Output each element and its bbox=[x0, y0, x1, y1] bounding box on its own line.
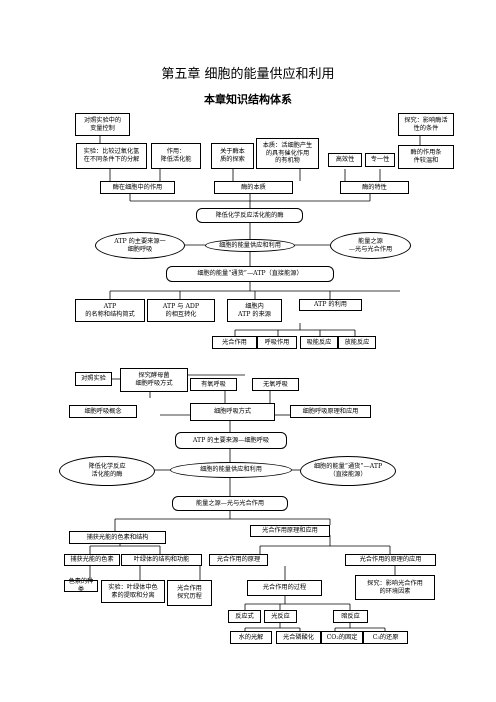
explore-yeast-respiration-box: 探究酵母菌 细胞呼吸方式 bbox=[120, 368, 188, 392]
page-title: 第五章 细胞的能量供应和利用 bbox=[161, 67, 335, 82]
anaerobic-respiration-box: 无氧呼吸 bbox=[252, 378, 299, 391]
photosynthesis-history-box: 光合作用 探究历程 bbox=[167, 580, 212, 606]
respiration-box: 呼吸作用 bbox=[257, 336, 297, 349]
enzyme-essence-box: 本质：活细胞产生 的具有催化作用 的有机物 bbox=[256, 138, 319, 169]
photosynthesis-box: 光合作用 bbox=[212, 336, 257, 349]
explore-enzyme-conditions-box: 探究：影响酶活 性的条件 bbox=[398, 113, 454, 136]
endergonic-reaction-box: 吸能反应 bbox=[300, 336, 338, 349]
exergonic-reaction-box: 放能反应 bbox=[338, 336, 376, 349]
specificity-box: 专一性 bbox=[365, 153, 395, 167]
mild-conditions-box: 酶的作用条 件较温和 bbox=[398, 145, 454, 169]
enzyme-traits-box: 酶的特性 bbox=[340, 181, 409, 194]
atp-source-respiration-oval: ATP 的主要来源一 细胞呼吸 bbox=[95, 232, 185, 259]
atp-source-respiration-box: ATP 的主要来源—细胞呼吸 bbox=[175, 432, 287, 449]
control-experiment-box: 对照实验 bbox=[75, 372, 112, 386]
experiment-hydrogen-peroxide-box: 实验：比较过氧化氢 在不同条件下的分解 bbox=[76, 143, 147, 169]
pigment-extraction-experiment-box: 实验：叶绿体中色 素的提取和分离 bbox=[101, 580, 165, 603]
control-variable-box: 对照实验中的 变量控制 bbox=[75, 113, 130, 136]
page-subtitle: 本章知识结构体系 bbox=[204, 93, 292, 106]
center-energy-oval-2: 细胞的能量供应和利用 bbox=[170, 462, 292, 478]
enzyme-nature-box: 酶的本质 bbox=[214, 181, 293, 194]
atp-adp-conversion-box: ATP 与 ADP 的相互转化 bbox=[147, 299, 215, 322]
water-photolysis-box: 水的光解 bbox=[230, 631, 272, 644]
explore-environment-factors-box: 探究：影响光合作用 的环境因素 bbox=[355, 575, 435, 600]
dark-reaction-box: 暗反应 bbox=[333, 610, 368, 623]
co2-fixation-box: CO₂的固定 bbox=[321, 631, 363, 644]
photosynthesis-application-box: 光合作用的原理的应用 bbox=[345, 554, 436, 566]
photosynthesis-process-box: 光合作用的过程 bbox=[247, 580, 322, 596]
center-energy-oval: 细胞的能量供应和利用 bbox=[205, 239, 295, 252]
lower-enzyme-oval: 降低化学反应 活化能的酶 bbox=[59, 456, 155, 486]
atp-origin-box: 细胞内 ATP 的来源 bbox=[227, 299, 282, 322]
light-pigments-box: 捕获光能的色素 bbox=[64, 554, 120, 566]
lower-activation-energy-box: 降低化学反应活化能的酶 bbox=[196, 208, 303, 223]
c3-reduction-box: C₃的还原 bbox=[363, 631, 408, 644]
photosynthesis-principle-application-box: 光合作用原理和应用 bbox=[250, 525, 330, 537]
atp-use-box: ATP 的利用 bbox=[299, 299, 362, 311]
atp-currency-box: 细胞的能量“通货”—ATP（直接能源） bbox=[166, 266, 334, 282]
enzyme-effect-box: 作用： 降低活化能 bbox=[151, 143, 201, 169]
respiration-principle-box: 细胞呼吸原理和应用 bbox=[290, 405, 371, 418]
energy-source-photosynthesis-oval: 能量之源 —光与光合作用 bbox=[330, 232, 411, 259]
enzyme-role-box: 酶在细胞中的作用 bbox=[100, 181, 175, 194]
high-efficiency-box: 高效性 bbox=[328, 153, 362, 167]
photophosphorylation-box: 光合磷酸化 bbox=[276, 631, 321, 644]
atp-name-structure-box: ATP 的名称和结构简式 bbox=[75, 299, 145, 322]
reaction-formula-box: 反应式 bbox=[228, 610, 261, 623]
capture-light-pigments-box: 捕获光能的色素和结构 bbox=[69, 531, 166, 544]
atp-currency-oval: 细胞的能量“通货”—ATP （直接能源） bbox=[300, 456, 396, 486]
enzyme-history-box: 关于酶本 质的探索 bbox=[211, 143, 254, 169]
respiration-concept-box: 细胞呼吸概念 bbox=[69, 405, 137, 418]
light-reaction-box: 光反应 bbox=[264, 610, 297, 623]
respiration-methods-box: 细胞呼吸方式 bbox=[190, 403, 275, 421]
energy-source-light-box: 能量之源—光与光合作用 bbox=[172, 496, 288, 511]
chloroplast-structure-box: 叶绿体的结构和功能 bbox=[121, 554, 202, 566]
photosynthesis-principle-box: 光合作用的原理 bbox=[209, 554, 268, 566]
aerobic-respiration-box: 有氧呼吸 bbox=[190, 378, 237, 391]
pigment-types-box: 色素的种类 bbox=[64, 578, 98, 593]
